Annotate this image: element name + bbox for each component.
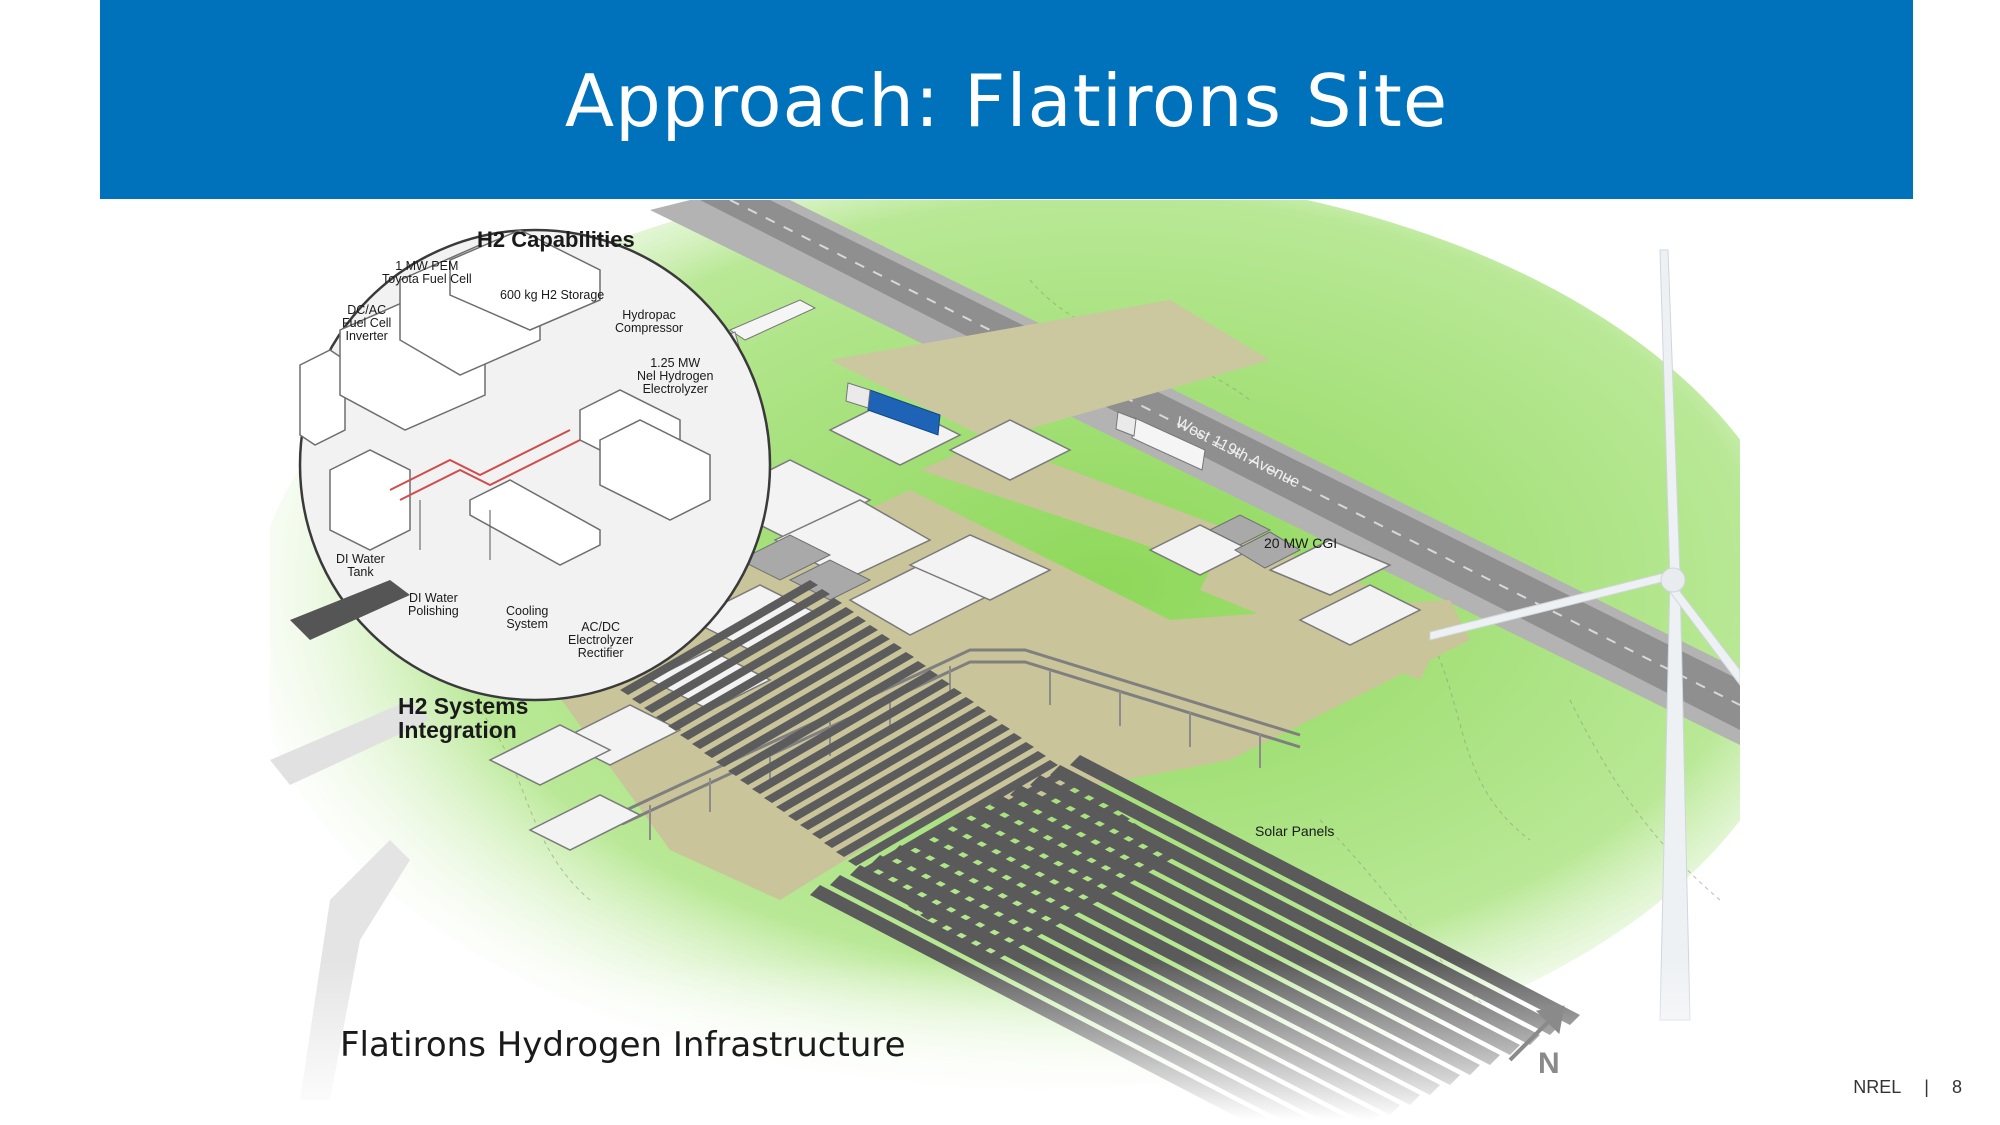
label-h2-storage: 600 kg H2 Storage [500,288,605,302]
title-banner: Approach: Flatirons Site [100,0,1913,199]
road-shoulder [650,200,1740,745]
cgi-pad [1200,530,1450,680]
page-number: 8 [1951,1077,1962,1097]
truck-white-3 [1115,411,1206,471]
h2-capabilities-title: H2 Capabilities [477,227,635,252]
road-west-119th [700,200,1740,730]
figure-caption: Flatirons Hydrogen Infrastructure [340,1025,906,1065]
footer-org: NREL [1853,1077,1902,1097]
label-solar-panels: Solar Panels [1255,823,1335,839]
north-label: N [1538,1047,1560,1080]
truck-blue [845,382,941,436]
wind-turbine [1429,249,1740,1021]
north-arrow [1508,1005,1565,1062]
slide-title: Approach: Flatirons Site [564,58,1449,143]
footer-separator: | [1924,1077,1929,1097]
label-cgi: 20 MW CGI [1264,535,1338,551]
elevated-walkway [621,648,1301,826]
slide-footer: NREL | 8 [1853,1077,1962,1098]
h2-capabilities-inset [290,228,772,702]
site-map-drawing [270,200,1740,1120]
